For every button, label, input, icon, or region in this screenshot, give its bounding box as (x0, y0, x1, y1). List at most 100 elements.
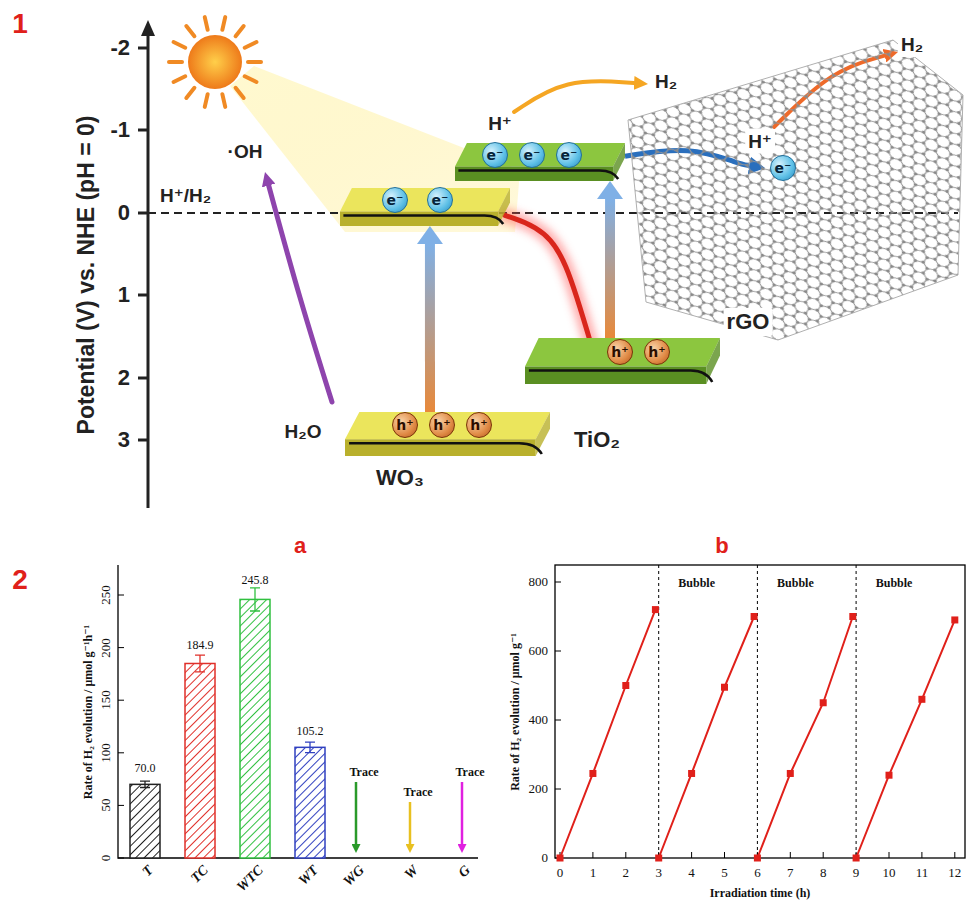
electron: e⁻ (482, 142, 508, 168)
data-point (849, 613, 856, 620)
axis-tick-label: 200 (98, 638, 114, 658)
axis-tick-label: 100 (98, 743, 114, 763)
error-bar (140, 781, 150, 787)
line-chart (555, 565, 965, 862)
electron: e⁻ (770, 155, 796, 181)
sun-icon (169, 17, 261, 107)
axis-tick-label: 11 (916, 865, 929, 881)
hole: h⁺ (392, 412, 418, 438)
axis-tick-label: 1 (118, 282, 130, 308)
data-point (589, 770, 596, 777)
valence-band: h⁺h⁺TiO₂ (525, 338, 720, 384)
axis-tick-label: 2 (118, 365, 130, 391)
axis-tick-label: 12 (948, 865, 961, 881)
axis-title: Potential (V) vs. NHE (pH = 0) (73, 116, 100, 435)
axis-tick (138, 212, 148, 215)
hole: h⁺ (644, 339, 670, 365)
category-label: WT (295, 862, 321, 888)
z-scheme-transfer (505, 215, 593, 351)
electron: e⁻ (556, 142, 582, 168)
graphene-outline (628, 40, 963, 340)
band-plate (340, 188, 510, 212)
error-bar (195, 655, 205, 672)
electron: e⁻ (427, 187, 453, 213)
panel-letter: b (715, 533, 728, 559)
category-label: T (139, 862, 156, 879)
oxidation-arrow (269, 186, 332, 402)
axis-title: Rate of H₂ evolution / μmol g⁻¹h⁻¹ (81, 625, 96, 799)
data-point (820, 699, 827, 706)
bar (130, 784, 160, 858)
panel-letter: a (294, 533, 306, 559)
data-point (751, 613, 758, 620)
axis-tick-label: 2 (623, 865, 630, 881)
data-point (557, 855, 564, 862)
axis-title: Rate of H₂ evolution / μmol g⁻¹ (508, 633, 523, 791)
bar (295, 747, 325, 858)
bar (240, 599, 270, 858)
category-label: WG (340, 862, 367, 889)
data-point (787, 770, 794, 777)
data-point (754, 855, 761, 862)
node-shape (628, 40, 963, 340)
hole: h⁺ (466, 412, 492, 438)
species-label: H₂O (285, 421, 322, 443)
trace-arrow (461, 782, 464, 844)
trace-arrow (409, 802, 412, 844)
species-label: ·OH (228, 141, 263, 163)
material-label: rGO (724, 308, 773, 336)
axis-tick-label: 10 (883, 865, 896, 881)
bar-value: 70.0 (135, 761, 156, 776)
category-label: G (455, 862, 473, 880)
excitation-arrow (610, 199, 611, 338)
species-label: H₂ (655, 71, 677, 93)
axis-tick-label: 3 (118, 427, 130, 453)
axis-tick-label: 600 (529, 643, 549, 659)
axis-tick-label: 200 (529, 781, 549, 797)
axis-tick-label: 0 (557, 865, 564, 881)
node-shape (340, 188, 510, 226)
electron: e⁻ (519, 142, 545, 168)
annotation: Bubble (777, 576, 814, 591)
panel-number: 2 (12, 564, 28, 596)
graphene-sheet: e⁻ rGO (628, 40, 963, 340)
material-label: WO₃ (376, 465, 424, 491)
axis-tick-label: -1 (110, 117, 130, 143)
error-bar (305, 742, 315, 753)
hole: h⁺ (607, 339, 633, 365)
bar-value: 184.9 (187, 638, 214, 653)
hole: h⁺ (429, 412, 455, 438)
bar-chart (118, 565, 478, 858)
axis-tick (138, 129, 148, 132)
axis-tick (138, 377, 148, 380)
bar (185, 663, 215, 858)
conduction-band: e⁻e⁻ (340, 188, 510, 226)
error-bar (250, 588, 260, 611)
data-point (688, 770, 695, 777)
bar-value: 105.2 (297, 724, 324, 739)
axis-tick (138, 47, 148, 50)
annotation: Bubble (678, 576, 715, 591)
axis-tick-label: 0 (118, 200, 130, 226)
axis-tick-label: 1 (590, 865, 597, 881)
data-point (622, 682, 629, 689)
data-line (659, 617, 754, 859)
valence-band: h⁺h⁺h⁺WO₃ (345, 412, 550, 456)
species-label: H⁺/H₂ (160, 184, 211, 207)
data-line (560, 610, 655, 858)
axis-tick-label: 0 (542, 850, 549, 866)
axis-tick-label: 250 (98, 585, 114, 605)
axis-tick-label: 7 (787, 865, 794, 881)
band-plate (525, 338, 720, 367)
axis-tick-label: -2 (110, 35, 130, 61)
band-plate (345, 412, 550, 439)
axis-tick-label: 8 (820, 865, 827, 881)
data-line (856, 620, 955, 858)
species-label: H⁺ (745, 129, 775, 154)
species-label: H⁺ (488, 112, 512, 135)
bar-value: 245.8 (242, 573, 269, 588)
axis-tick-label: 6 (754, 865, 761, 881)
data-point (886, 772, 893, 779)
species-label: H₂ (898, 33, 926, 57)
axis-tick-label: 800 (529, 574, 549, 590)
